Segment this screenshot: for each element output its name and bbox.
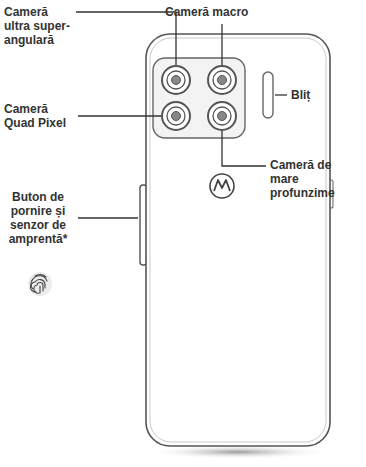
leader-lines [76,12,287,218]
fingerprint-icon [28,272,52,296]
camera-label: Cameră ultra super-angulară [4,5,72,47]
flash [263,72,273,118]
phone-shadow [146,445,330,459]
camera-label: Cameră de mare profunzime [270,158,354,200]
camera-module [153,58,245,138]
camera-label: Cameră Quad Pixel [4,102,74,130]
lenses [162,66,236,130]
brand-logo [210,174,234,198]
flash-label: Bliț [291,88,351,102]
button-label: Buton de pornire și senzor de amprentă* [4,190,72,246]
camera-label: Cameră macro [165,5,275,19]
